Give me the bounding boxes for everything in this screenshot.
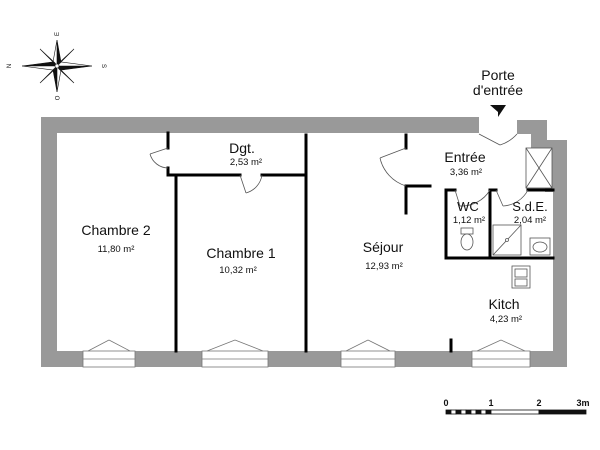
room-area-wc: 1,12 m² bbox=[453, 215, 485, 226]
room-name-dgt: Dgt. bbox=[229, 140, 255, 156]
fixtures bbox=[460, 147, 553, 289]
doors bbox=[149, 133, 529, 207]
room-area-chambre1: 10,32 m² bbox=[219, 265, 257, 276]
shower-tray-icon bbox=[492, 224, 522, 256]
entrance-label-line1: Porte bbox=[481, 67, 515, 83]
room-area-sde: 2,04 m² bbox=[514, 215, 546, 226]
compass-east-label: E bbox=[55, 32, 61, 36]
room-area-kitch: 4,23 m² bbox=[490, 314, 522, 325]
compass-west-label: O bbox=[53, 96, 59, 101]
window-chambre2 bbox=[82, 339, 136, 368]
room-name-chambre2: Chambre 2 bbox=[81, 222, 150, 238]
room-name-sde: S.d.E. bbox=[512, 199, 547, 214]
compass-south-label: S bbox=[100, 64, 106, 68]
shower-cabinet-icon bbox=[525, 147, 553, 189]
compass-star-icon bbox=[21, 39, 93, 93]
entrance-marker: Porte d'entrée bbox=[473, 67, 523, 117]
kitchen-sink-icon bbox=[511, 265, 531, 289]
room-labels: Chambre 2 11,80 m² Dgt. 2,53 m² Chambre … bbox=[81, 140, 547, 325]
room-name-wc: WC bbox=[457, 199, 479, 214]
entrance-label-line2: d'entrée bbox=[473, 82, 523, 98]
door-chambre1 bbox=[239, 174, 263, 194]
interior-walls bbox=[166, 131, 555, 353]
scale-tick-3m: 3m bbox=[576, 398, 589, 408]
room-area-chambre2: 11,80 m² bbox=[98, 244, 135, 255]
room-name-sejour: Séjour bbox=[363, 239, 404, 255]
door-sejour bbox=[379, 147, 407, 187]
scale-tick-0: 0 bbox=[443, 398, 448, 408]
compass-rose: N S E O bbox=[7, 32, 106, 101]
scale-tick-2: 2 bbox=[536, 398, 541, 408]
room-area-dgt: 2,53 m² bbox=[230, 157, 262, 168]
room-name-entree: Entrée bbox=[444, 149, 485, 165]
entrance-arrow-icon bbox=[490, 105, 506, 117]
window-chambre1 bbox=[201, 339, 269, 368]
toilet-icon bbox=[460, 227, 474, 251]
scale-tick-1: 1 bbox=[488, 398, 493, 408]
exterior-walls bbox=[41, 117, 567, 367]
door-wc bbox=[454, 189, 491, 207]
scale-bar: 0 1 2 3m bbox=[443, 398, 590, 415]
door-chambre2 bbox=[149, 147, 169, 169]
room-name-kitch: Kitch bbox=[488, 296, 519, 312]
door-sde bbox=[495, 189, 529, 207]
compass-north-label: N bbox=[7, 64, 13, 68]
window-kitch bbox=[471, 339, 531, 368]
door-entree bbox=[478, 133, 518, 146]
room-area-sejour: 12,93 m² bbox=[365, 261, 403, 272]
washbasin-icon bbox=[529, 237, 551, 256]
window-sejour bbox=[340, 339, 396, 368]
scale-bar-graphic bbox=[445, 409, 587, 415]
windows bbox=[82, 339, 531, 368]
room-name-chambre1: Chambre 1 bbox=[206, 245, 275, 261]
room-area-entree: 3,36 m² bbox=[450, 167, 482, 178]
